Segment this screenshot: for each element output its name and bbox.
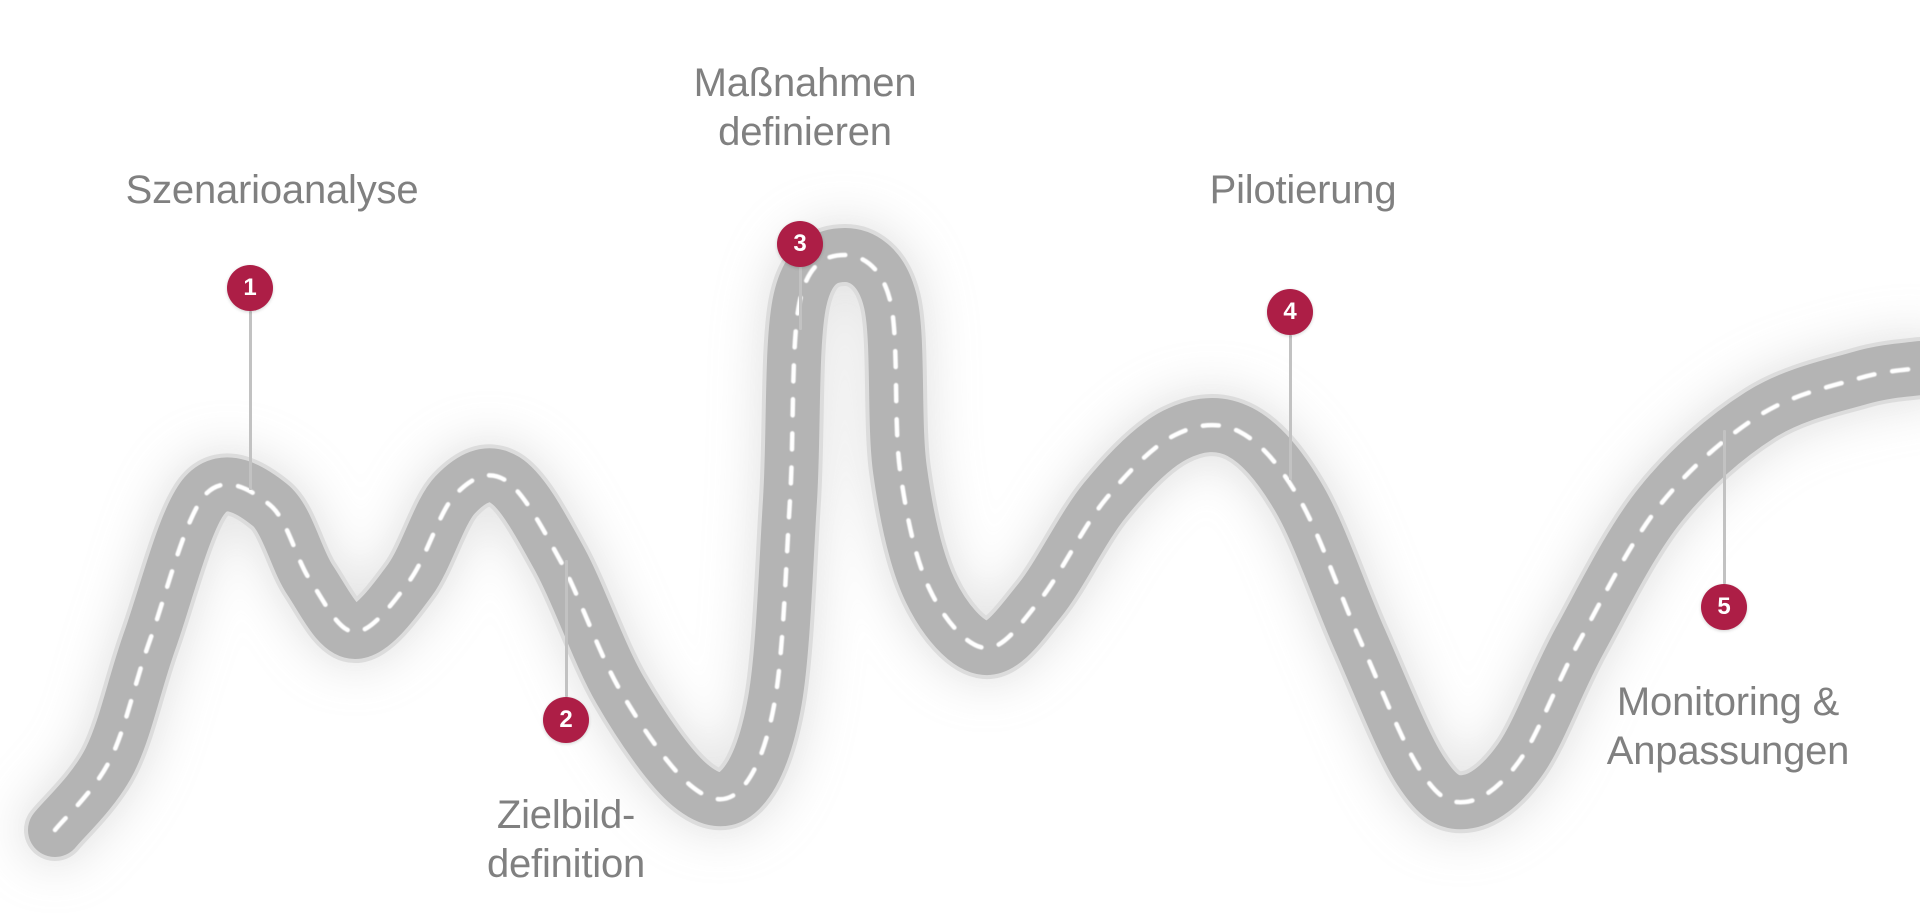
stage-label-1: Szenarioanalyse <box>125 167 419 212</box>
stage-stem-5 <box>1722 430 1726 584</box>
stage-pin-2[interactable]: 2 <box>543 697 589 743</box>
stage-stem-1 <box>248 311 252 490</box>
stage-label-3: Maßnahmen definieren <box>693 61 917 154</box>
stage-pin-4[interactable]: 4 <box>1267 289 1313 335</box>
stage-label-5: Monitoring & Anpassungen <box>1606 680 1850 773</box>
stage-pin-3[interactable]: 3 <box>777 221 823 267</box>
stage-label-2: Zielbild- definition <box>486 793 646 886</box>
stage-pin-5[interactable]: 5 <box>1701 584 1747 630</box>
stage-stem-4 <box>1288 335 1292 480</box>
stage-stem-3 <box>798 267 802 330</box>
stage-stem-2 <box>564 560 568 697</box>
stage-pin-1[interactable]: 1 <box>227 265 273 311</box>
stage-label-4: Pilotierung <box>1209 167 1397 212</box>
road-center-dashes <box>52 252 1920 833</box>
